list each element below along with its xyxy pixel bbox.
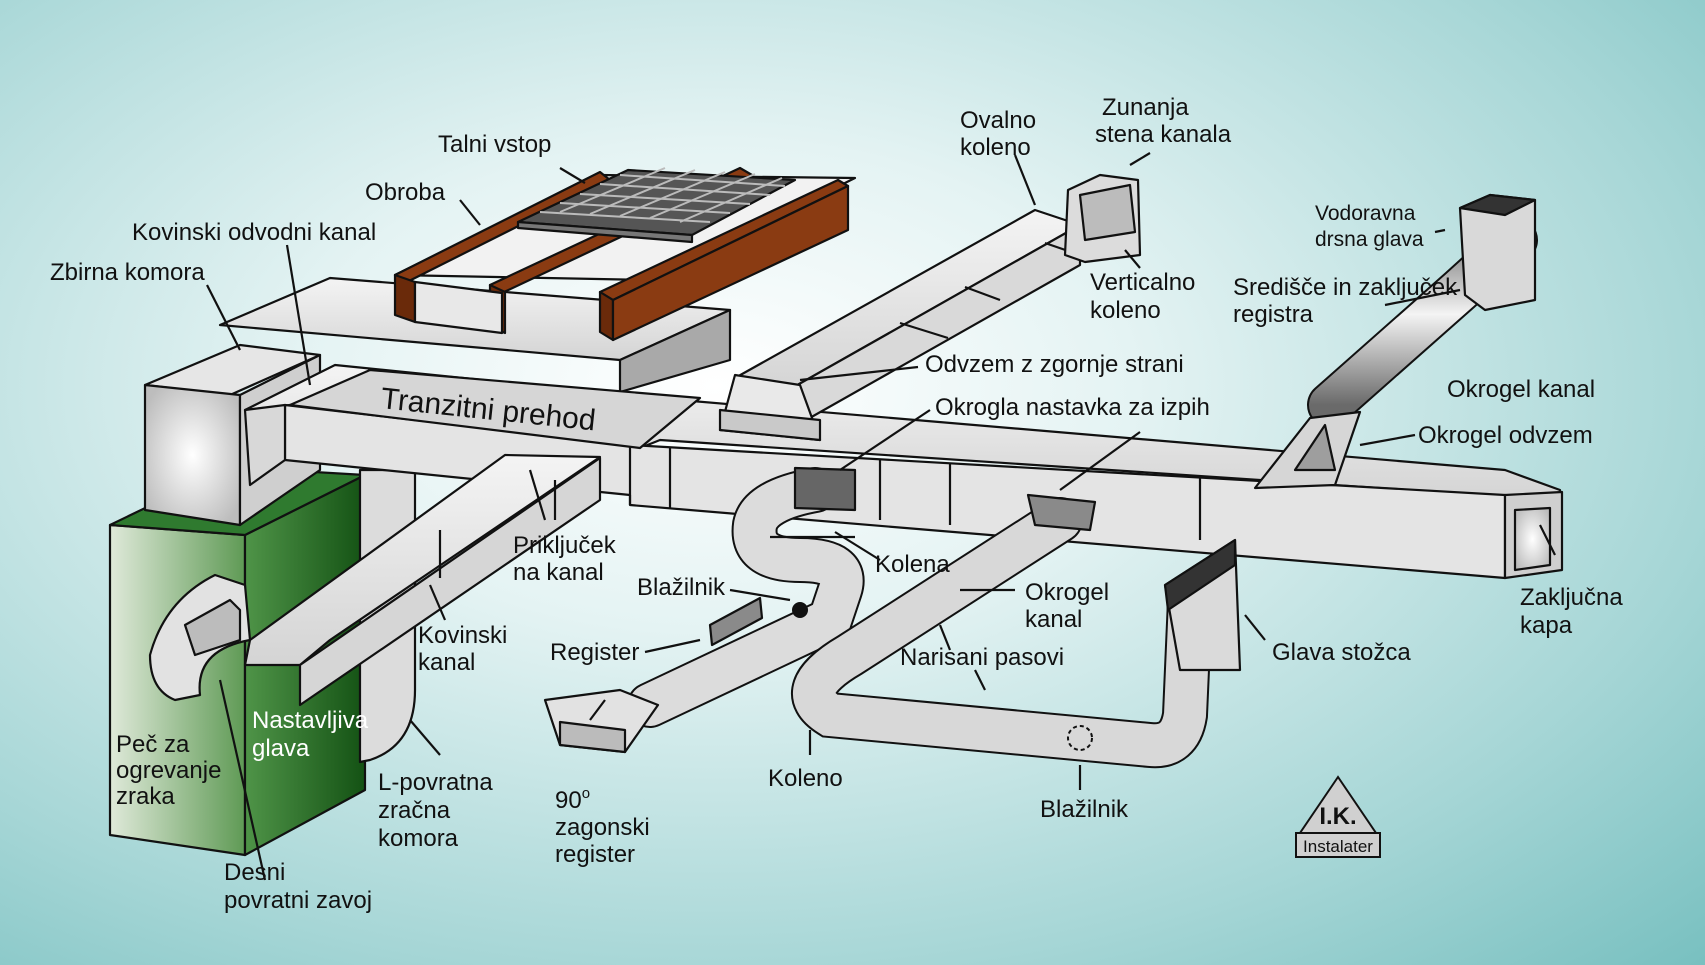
round-pipe-system-left [543,466,865,754]
label-vodoravna-1: Vodoravna [1315,202,1416,225]
label-kovinski-kanal-1: Kovinski [418,622,507,649]
label-ovalno-1: Ovalno [960,107,1036,134]
label-okrogel-kanal-mid-1: Okrogel [1025,579,1109,606]
label-sredisce-1: Središče in zaključek [1233,274,1458,301]
label-okrogel-kanal-mid-2: kanal [1025,606,1082,633]
label-verticalno-2: koleno [1090,297,1161,324]
label-zbirna-komora: Zbirna komora [50,259,205,286]
label-lpovratna-1: L-povratna [378,769,493,796]
label-okrogel-odvzem: Okrogel odvzem [1418,422,1593,449]
label-nastavljiva-2: glava [252,735,310,762]
label-kolena: Kolena [875,551,950,578]
left-branch-duct [148,453,602,707]
label-lpovratna-2: zračna [378,797,451,824]
label-desni-2: povratni zavoj [224,887,372,914]
label-zagonski-90: 90o [555,785,590,814]
label-okrogel-kanal-top: Okrogel kanal [1447,376,1595,403]
label-vodoravna-2: drsna glava [1315,228,1424,251]
label-nastavljiva-1: Nastavljiva [252,707,369,734]
label-lpovratna-3: komora [378,825,459,852]
label-zunanja-1: Zunanja [1102,94,1189,121]
label-desni-1: Desni [224,859,285,886]
label-sredisce-2: registra [1233,301,1314,328]
ik-instalater-logo: I.K. Instalater [1295,775,1381,858]
upper-trunk-duct [718,173,1142,442]
label-prikljucek-2: na kanal [513,559,604,586]
label-blazilnik-left: Blažilnik [637,574,726,601]
label-register: Register [550,639,639,666]
label-prikljucek-1: Priključek [513,532,617,559]
label-kovinski-kanal-2: kanal [418,649,475,676]
label-obroba: Obroba [365,179,446,206]
label-pec-1: Peč za [116,731,190,758]
leader-lines [206,152,1556,881]
label-zunanja-2: stena kanala [1095,121,1232,148]
floor-register-grille [516,167,797,244]
label-koleno: Koleno [768,765,843,792]
label-odvzem-zgornje: Odvzem z zgornje strani [925,351,1184,378]
label-zagonski-2: zagonski [555,814,650,841]
label-blazilnik-bottom: Blažilnik [1040,796,1129,823]
logo-initials: I.K. [1319,803,1356,830]
label-talni-vstop: Talni vstop [438,131,551,158]
label-glava-stozca: Glava stožca [1272,639,1411,666]
round-pipe-system-right [791,493,1242,769]
label-ovalno-2: koleno [960,134,1031,161]
label-narisani-pasovi: Narisani pasovi [900,644,1064,671]
logo-caption: Instalater [1303,837,1373,856]
label-kovinski-odvodni-kanal: Kovinski odvodni kanal [132,219,376,246]
label-zagonski-3: register [555,841,635,868]
label-zakljucna-2: kapa [1520,612,1573,639]
label-zakljucna-1: Zaključna [1520,584,1623,611]
label-okrogla-nastavka: Okrogla nastavka za izpih [935,394,1210,421]
transit-passage [288,368,702,450]
label-pec-3: zraka [116,783,175,810]
label-pec-2: ogrevanje [116,757,221,784]
label-verticalno-1: Verticalno [1090,269,1195,296]
